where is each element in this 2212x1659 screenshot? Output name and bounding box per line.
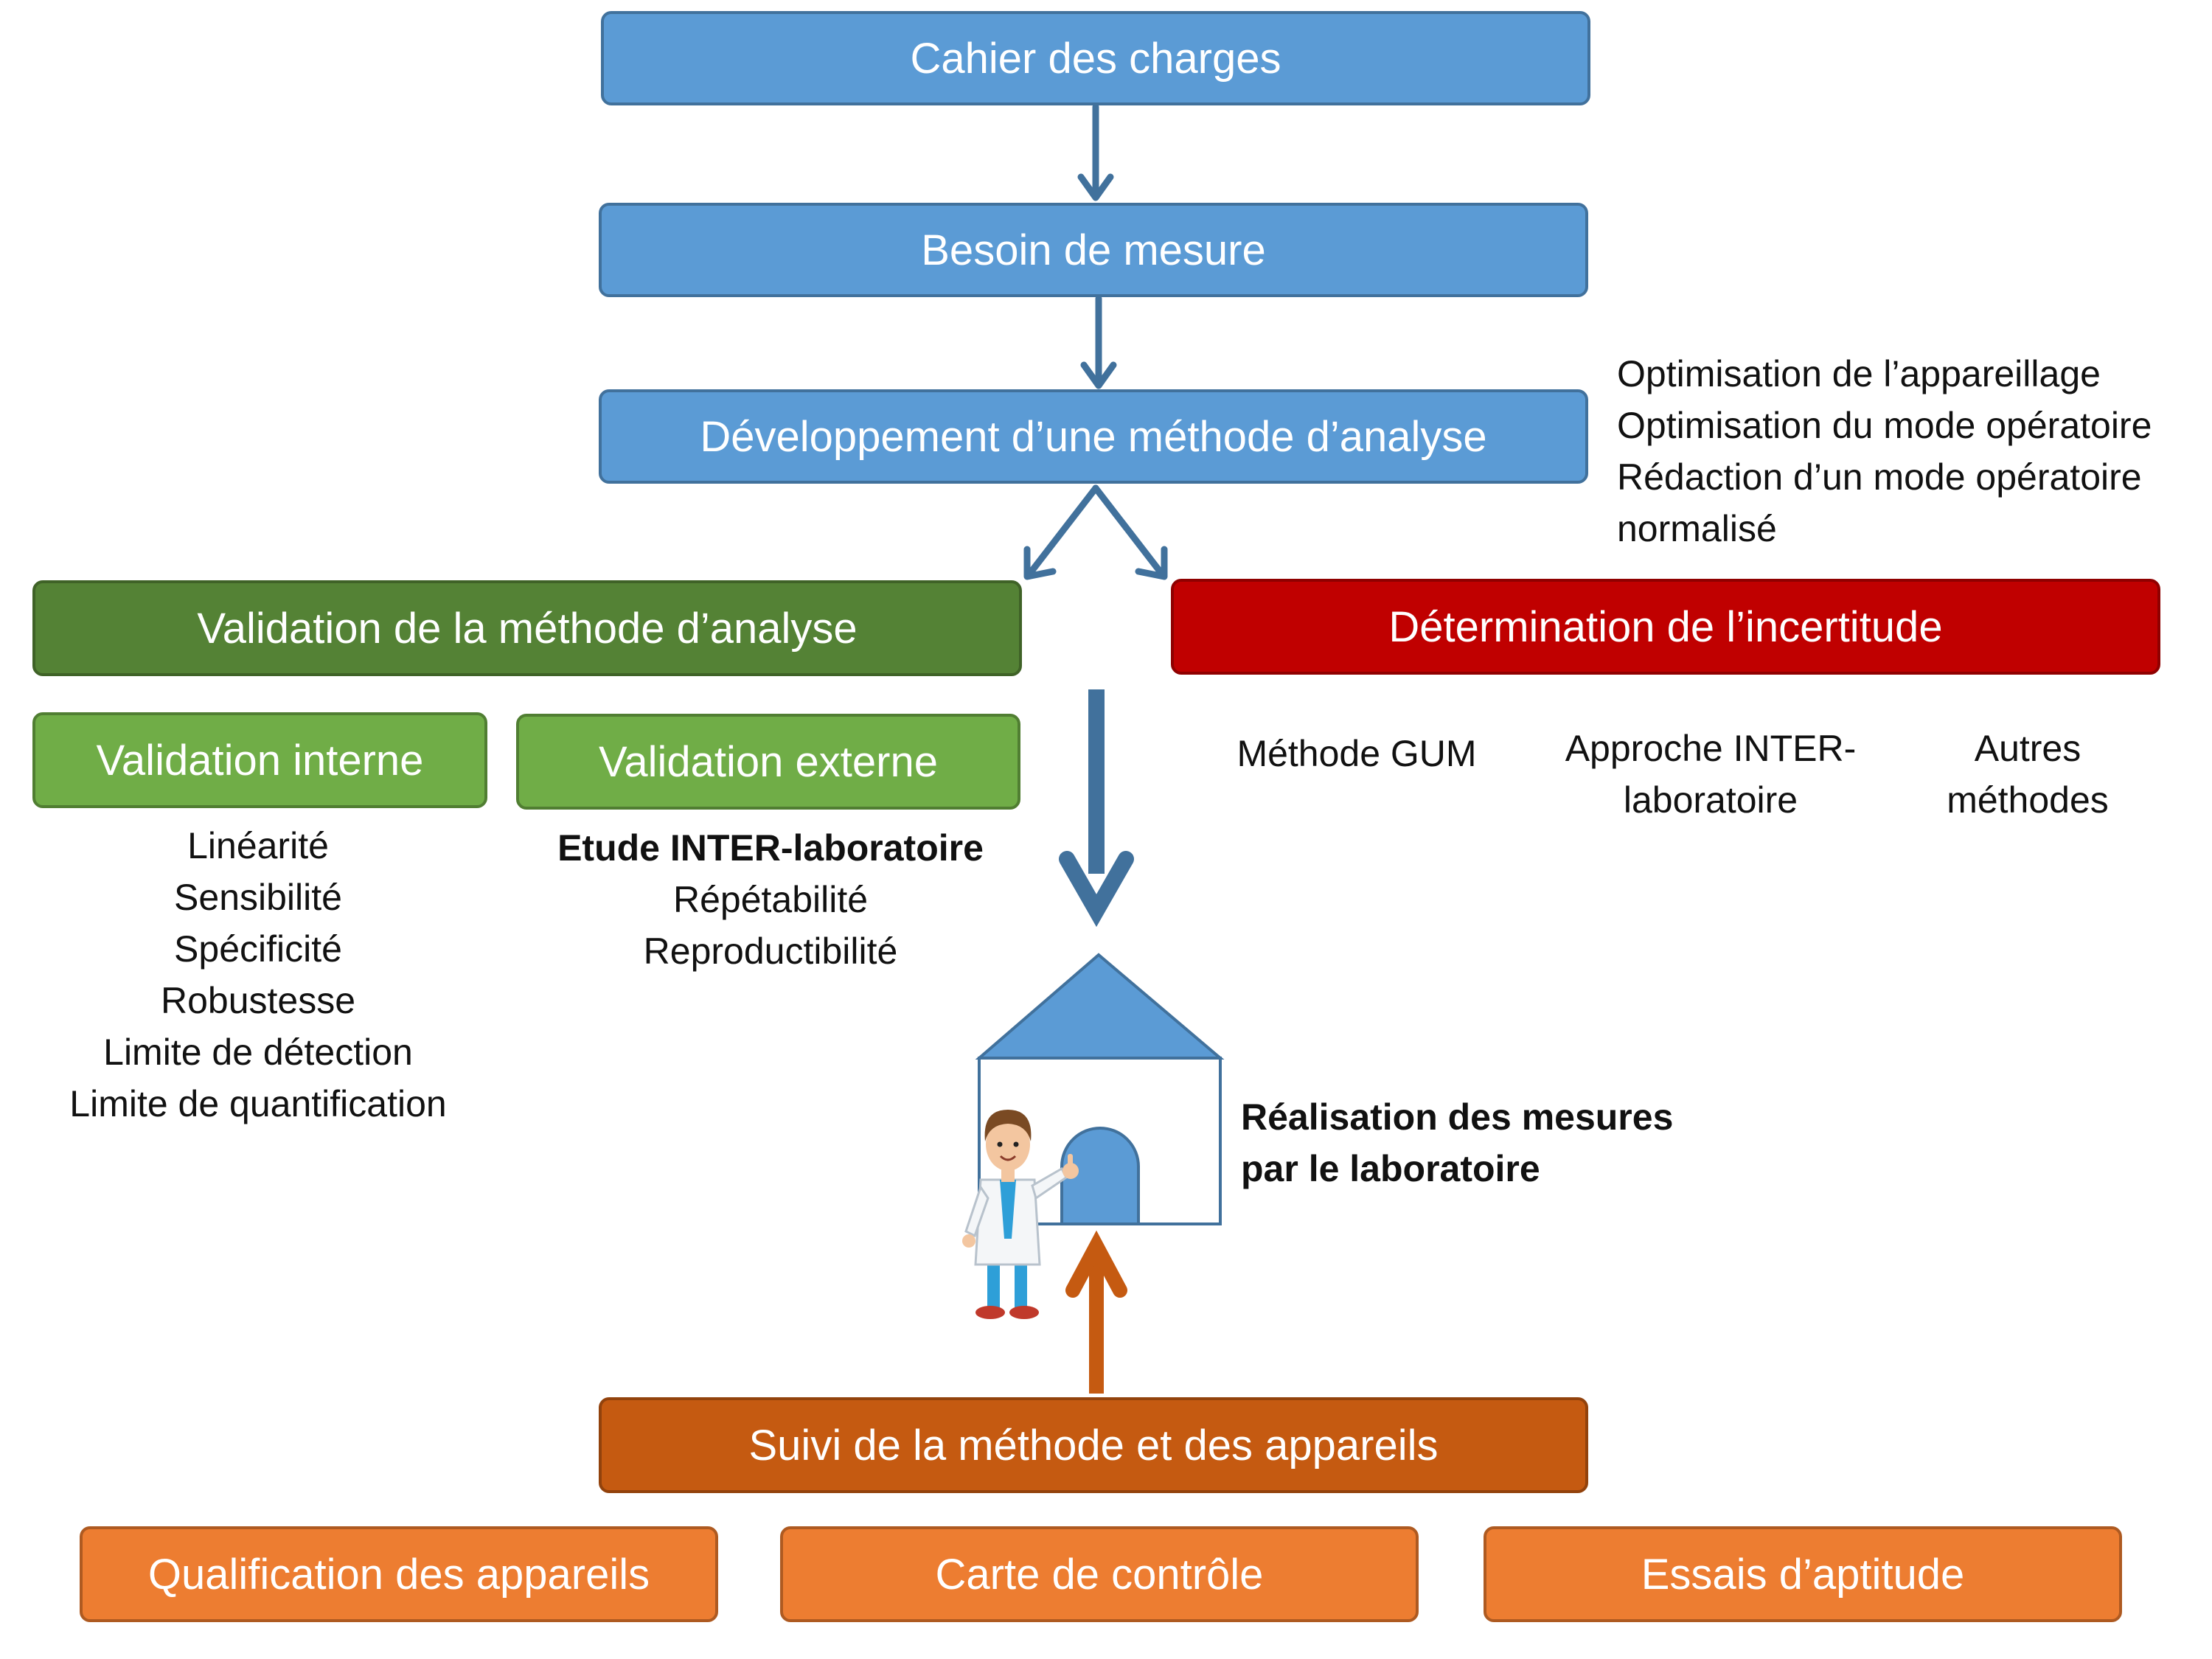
interne-item: Robustesse [160,980,356,1021]
interne-item: Limite de quantification [69,1083,447,1124]
validation-externe-box: Validation externe [516,714,1020,810]
interne-item: Linéarité [187,825,329,866]
developpement-methode-box: Développement d’une méthode d’analyse [599,389,1588,484]
validation-externe-list: Etude INTER-laboratoire Répétabilité Rep… [516,822,1025,977]
besoin-de-mesure-box: Besoin de mesure [599,203,1588,297]
validation-interne-box: Validation interne [32,712,487,808]
essais-aptitude-box: Essais d’aptitude [1484,1526,2122,1622]
approche-line-2: laboratoire [1623,779,1798,821]
interne-item: Sensibilité [174,877,342,918]
labo-line-2: par le laboratoire [1241,1148,1540,1189]
optimisation-line-3: Rédaction d’un mode opératoire [1617,456,2142,498]
arrow-dev-incertitude [1092,484,1166,579]
arrow-dev-validation [1025,484,1099,579]
autres-methodes: Autres méthodes [1910,723,2146,826]
determination-incertitude-box: Détermination de l’incertitude [1171,579,2160,675]
arrow-head-besoin-dev [1080,361,1117,389]
arrow-head-cahier-besoin [1077,173,1114,201]
optimisation-line-4: normalisé [1617,508,1777,549]
suivi-methode-box: Suivi de la méthode et des appareils [599,1397,1588,1493]
approche-line-1: Approche INTER- [1565,728,1857,769]
autres-line-2: méthodes [1947,779,2109,821]
scientist-figure [962,1110,1079,1319]
interne-item: Limite de détection [103,1032,413,1073]
labo-line-1: Réalisation des mesures [1241,1096,1674,1138]
optimisation-list: Optimisation de l’appareillage Optimisat… [1617,348,2152,554]
qualification-appareils-box: Qualification des appareils [80,1526,718,1622]
optimisation-line-2: Optimisation du mode opératoire [1617,405,2152,446]
cahier-des-charges-box: Cahier des charges [601,11,1590,105]
carte-controle-box: Carte de contrôle [780,1526,1419,1622]
validation-methode-box: Validation de la méthode d’analyse [32,580,1022,676]
externe-item: Répétabilité [672,879,869,920]
autres-line-1: Autres [1974,728,2081,769]
externe-title: Etude INTER-laboratoire [557,827,984,869]
approche-inter-laboratoire: Approche INTER- laboratoire [1534,723,1888,826]
externe-item: Reproductibilité [643,931,898,972]
validation-interne-list: Linéarité Sensibilité Spécificité Robust… [29,820,487,1130]
arrow-head-dev-incertitude [1135,546,1168,580]
optimisation-line-1: Optimisation de l’appareillage [1617,353,2101,394]
laboratory-caption: Réalisation des mesures par le laboratoi… [1241,1091,1673,1194]
methode-gum: Méthode GUM [1237,733,1477,774]
arrow-to-laboratory [1059,689,1134,928]
house-door [1060,1127,1140,1225]
arrow-head-dev-validation [1023,546,1057,580]
arrow-suivi-to-laboratory [1065,1230,1127,1394]
interne-item: Spécificité [174,928,342,970]
